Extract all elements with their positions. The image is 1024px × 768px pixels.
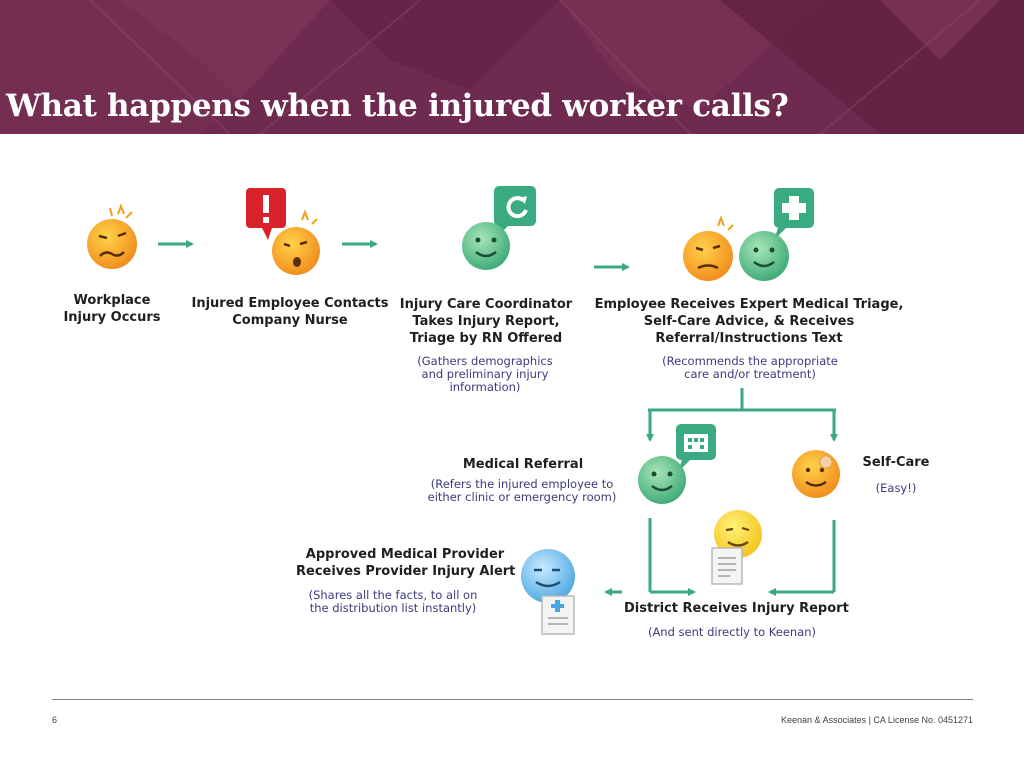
district-label: District Receives Injury Report <box>624 601 849 616</box>
footer-license: Keenan & Associates | CA License No. 045… <box>781 715 973 725</box>
flow-diagram <box>87 186 840 635</box>
medical-referral-note: (Refers the injured employee to either c… <box>427 477 617 504</box>
district-note: (And sent directly to Keenan) <box>647 625 817 639</box>
slide-title: What happens when the injured worker cal… <box>6 88 789 124</box>
bandaged-face-icon <box>792 450 840 498</box>
referral-to-report-arrow <box>648 518 696 596</box>
step4-label: Employee Receives Expert Medical Triage,… <box>594 297 904 346</box>
coordinator-face-icon <box>462 186 536 270</box>
step2-label: Injured Employee Contacts Company Nurse <box>191 296 389 328</box>
provider-face-icon <box>521 549 575 635</box>
title-banner: What happens when the injured worker cal… <box>0 0 1024 134</box>
nurse-and-patient-icon <box>683 188 814 281</box>
report-face-icon <box>711 510 762 585</box>
selfcare-to-report-arrow <box>768 520 836 596</box>
alert-face-icon <box>246 188 320 275</box>
provider-label: Approved Medical Provider Receives Provi… <box>296 547 516 579</box>
branch-connector <box>646 388 838 442</box>
step1-label: Workplace Injury Occurs <box>63 293 161 325</box>
hospital-face-icon <box>638 424 716 504</box>
self-care-note: (Easy!) <box>875 481 917 495</box>
self-care-label: Self-Care <box>862 455 930 470</box>
step4-note: (Recommends the appropriate care and/or … <box>662 354 838 381</box>
footer-divider <box>52 699 973 700</box>
step3-label: Injury Care Coordinator Takes Injury Rep… <box>399 297 573 346</box>
injured-face-icon <box>87 203 137 269</box>
medical-referral-label: Medical Referral <box>462 457 584 472</box>
page-number: 6 <box>52 715 58 725</box>
banner-pattern <box>0 0 1024 134</box>
step3-note: (Gathers demographics and preliminary in… <box>417 354 553 394</box>
provider-note: (Shares all the facts, to all on the dis… <box>308 588 478 615</box>
